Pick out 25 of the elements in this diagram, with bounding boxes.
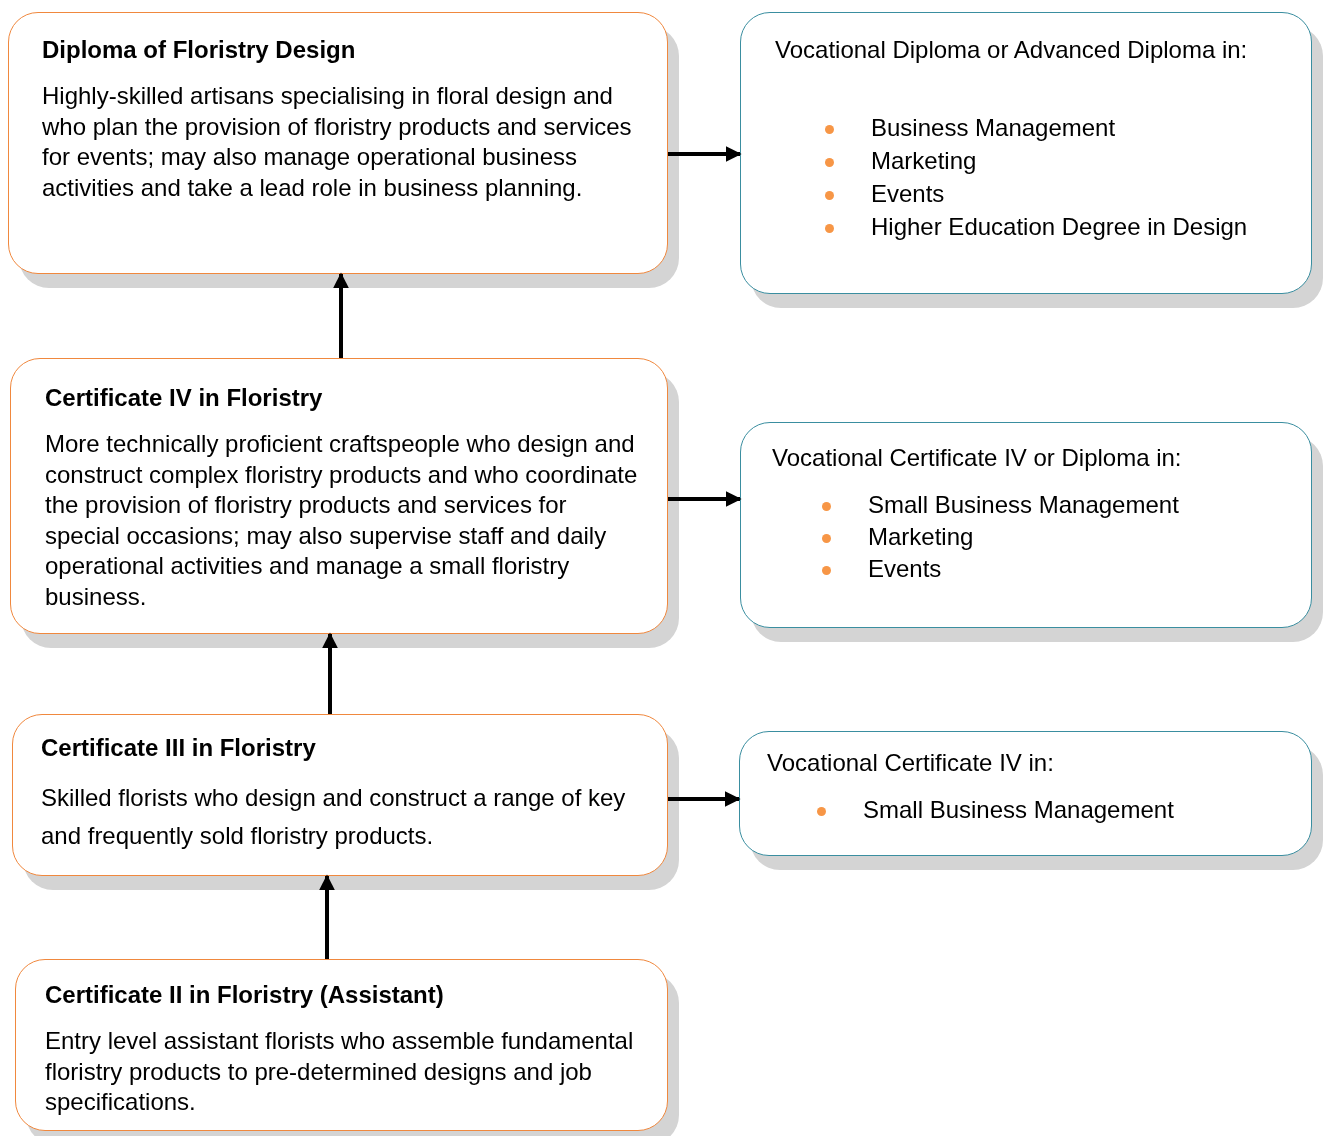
list-item: Marketing	[868, 522, 975, 552]
box-intro-text: Vocational Certificate IV in:	[767, 748, 1055, 778]
arrow	[668, 491, 742, 507]
list-item: Business Management	[871, 113, 1117, 143]
list-item: Marketing	[871, 146, 978, 176]
list-item: Small Business Management	[868, 490, 1180, 520]
list-item: Events	[871, 179, 946, 209]
box-heading: Certificate II in Floristry (Assistant)	[45, 980, 444, 1010]
box-description: Skilled florists who design and construct a range of key and frequently sold floristry products.	[41, 783, 627, 851]
list-item: Small Business Management	[863, 795, 1175, 825]
box-description: Highly-skilled artisans specialising in floral design and who plan the provision of floristry products and services for events; may also manage operational business activities and take a lead role in business planning.	[42, 81, 633, 203]
box-intro-text: Vocational Diploma or Advanced Diploma in:	[775, 35, 1249, 65]
box-intro-text: Vocational Certificate IV or Diploma in:	[772, 443, 1183, 473]
list-item: Higher Education Degree in Design	[871, 212, 1249, 242]
box-description: Entry level assistant florists who assemble fundamental floristry products to pre-determined designs and job specifications.	[45, 1026, 635, 1117]
arrow	[668, 146, 742, 162]
box-heading: Certificate III in Floristry	[41, 733, 316, 763]
box-heading: Certificate IV in Floristry	[45, 383, 323, 413]
list-item: Events	[868, 554, 943, 584]
arrow	[333, 272, 349, 358]
arrow	[319, 874, 335, 959]
box-description: More technically proficient craftspeople who design and construct complex floristry products and who coordinate the provision of floristry products and services for special occasions; may also supervise staff and daily operational activities and manage a small floristry business.	[45, 429, 639, 612]
box-heading: Diploma of Floristry Design	[42, 35, 356, 65]
arrow	[322, 632, 338, 714]
arrow	[668, 791, 741, 807]
